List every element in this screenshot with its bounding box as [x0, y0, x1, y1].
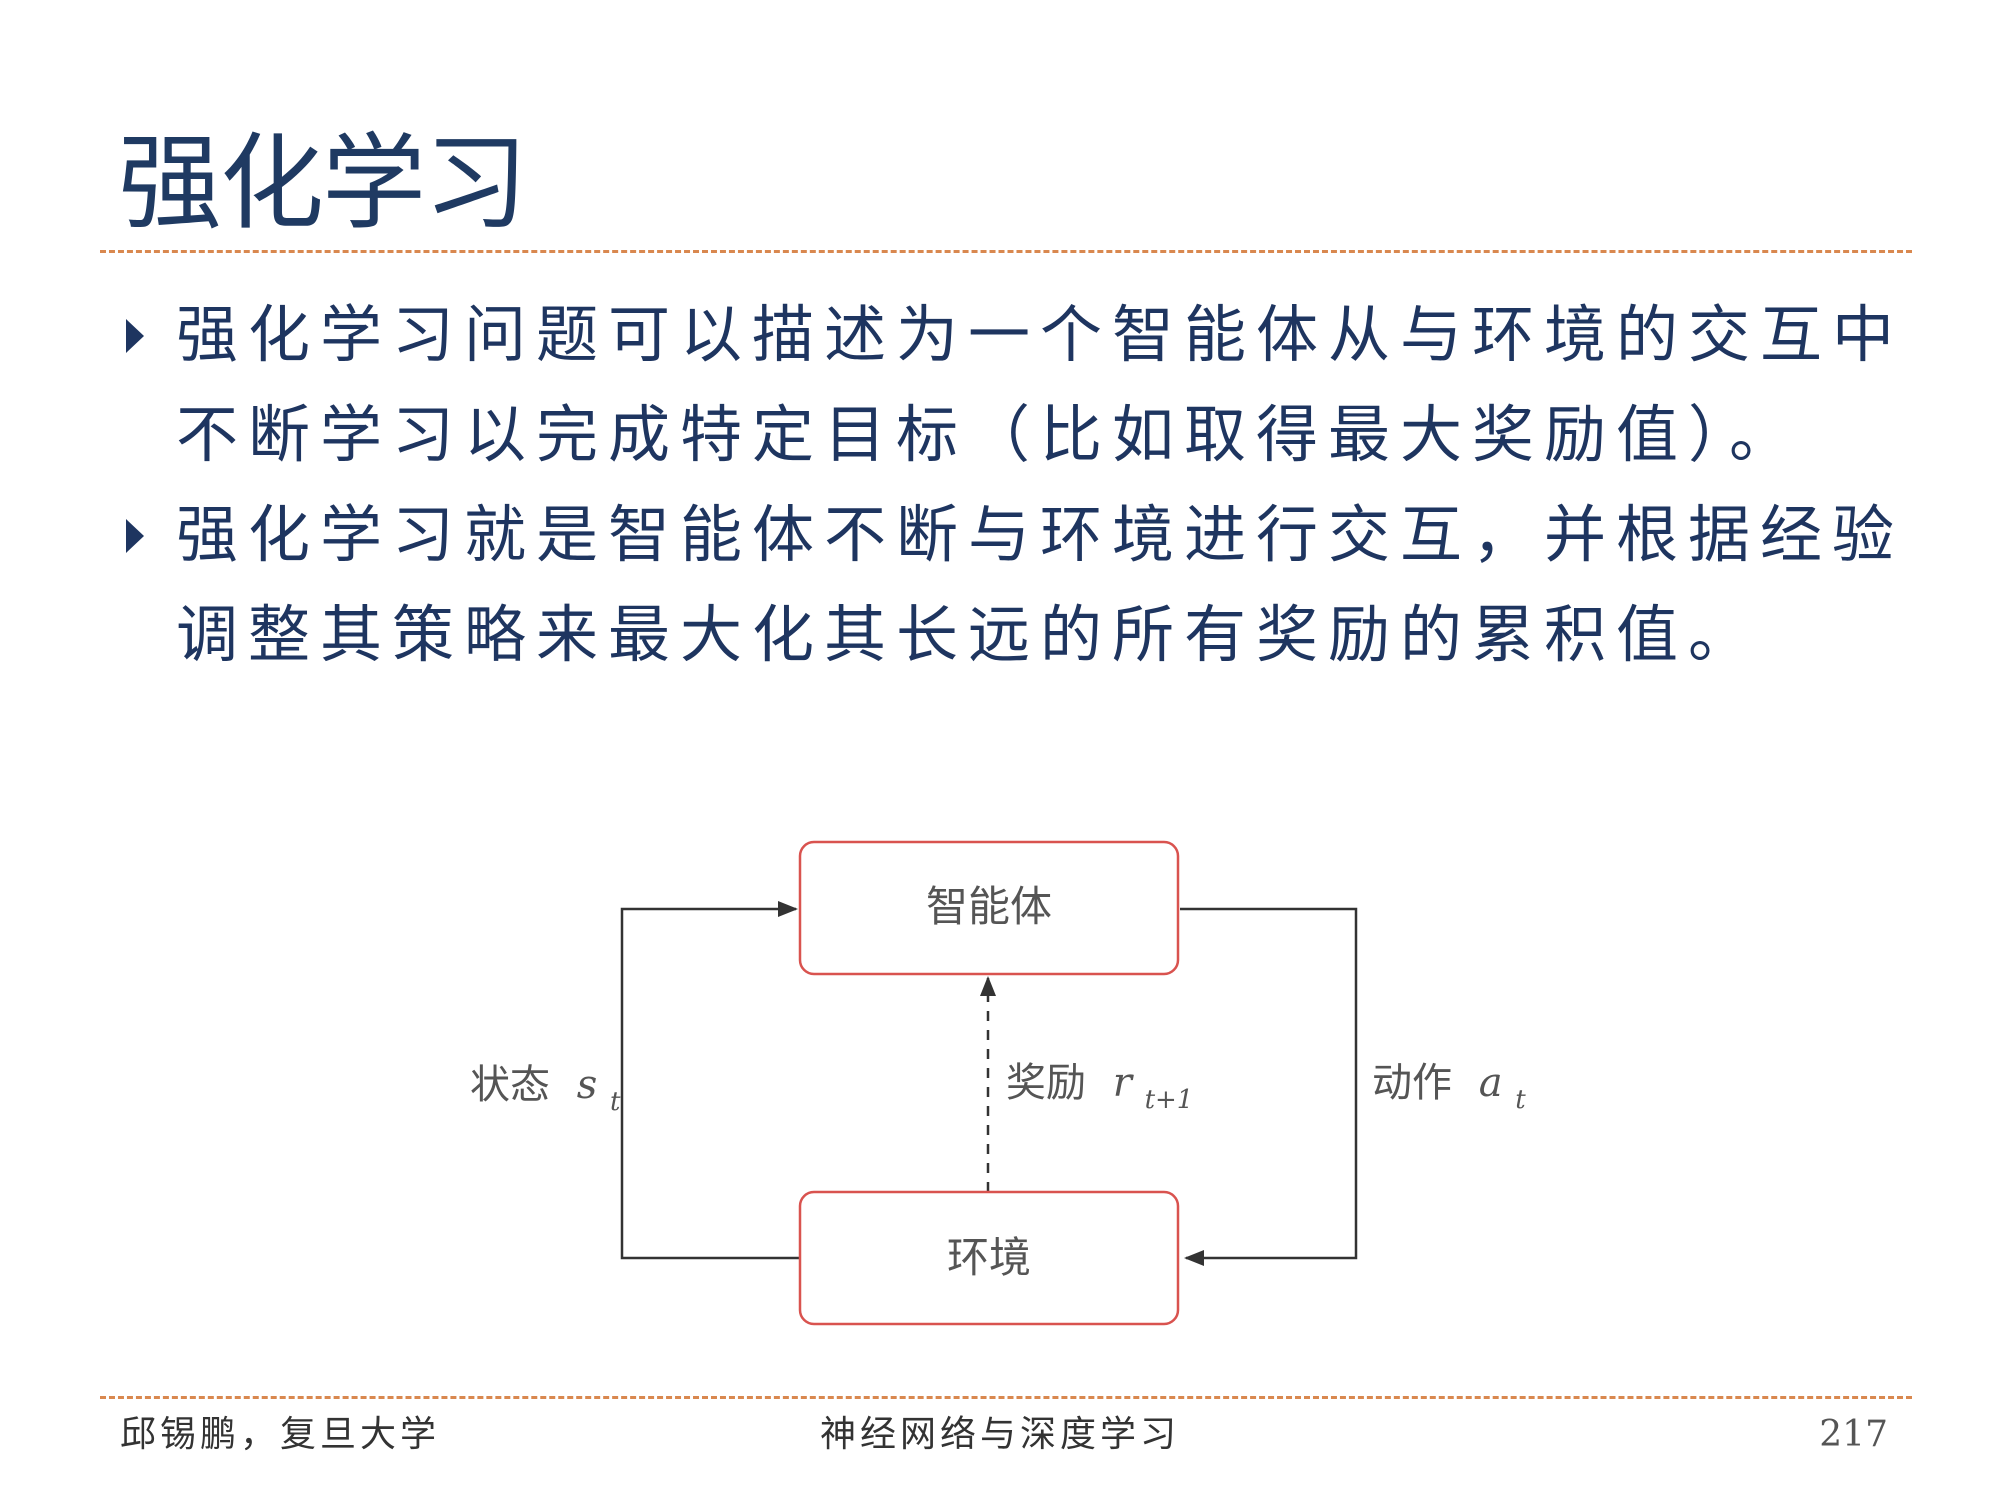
state-label: 状态 s t: [470, 1062, 621, 1117]
reward-label: 奖励 r t+1: [1006, 1060, 1193, 1115]
state-symbol: s: [577, 1062, 598, 1108]
action-label-text: 动作: [1372, 1060, 1452, 1106]
action-label: 动作 a t: [1372, 1060, 1526, 1115]
action-connector: [1180, 907, 1358, 1266]
action-subscript: t: [1515, 1085, 1526, 1115]
state-subscript: t: [610, 1087, 621, 1117]
action-symbol: a: [1479, 1060, 1503, 1106]
environment-box: [798, 1190, 1180, 1326]
footer-course: 神经网络与深度学习: [819, 1414, 1180, 1455]
bullet-list: 强化学习问题可以描述为一个智能体从与环境的交互中不断学习以完成特定目标（比如取得…: [120, 285, 1910, 685]
title-divider: [100, 250, 1912, 253]
state-label-text: 状态: [470, 1062, 550, 1108]
environment-label: 环境: [947, 1233, 1031, 1282]
bullet-text: 强化学习问题可以描述为一个智能体从与环境的交互中不断学习以完成特定目标（比如取得…: [176, 298, 1905, 471]
agent-label: 智能体: [926, 882, 1052, 931]
footer-divider: [100, 1396, 1912, 1399]
slide-title: 强化学习: [118, 122, 528, 244]
triangle-bullet-icon: [126, 519, 144, 553]
bullet-item: 强化学习问题可以描述为一个智能体从与环境的交互中不断学习以完成特定目标（比如取得…: [120, 285, 1910, 485]
state-connector: [620, 901, 800, 1260]
footer-author: 邱锡鹏，复旦大学: [120, 1414, 441, 1455]
agent-box: [798, 840, 1180, 976]
bullet-text: 强化学习就是智能体不断与环境进行交互，并根据经验调整其策略来最大化其长远的所有奖…: [176, 498, 1905, 671]
page-number: 217: [1819, 1414, 1888, 1455]
bullet-item: 强化学习就是智能体不断与环境进行交互，并根据经验调整其策略来最大化其长远的所有奖…: [120, 485, 1910, 685]
reward-symbol: r: [1113, 1060, 1135, 1106]
triangle-bullet-icon: [126, 319, 144, 353]
reward-subscript: t+1: [1145, 1085, 1194, 1115]
reward-label-text: 奖励: [1006, 1060, 1086, 1106]
